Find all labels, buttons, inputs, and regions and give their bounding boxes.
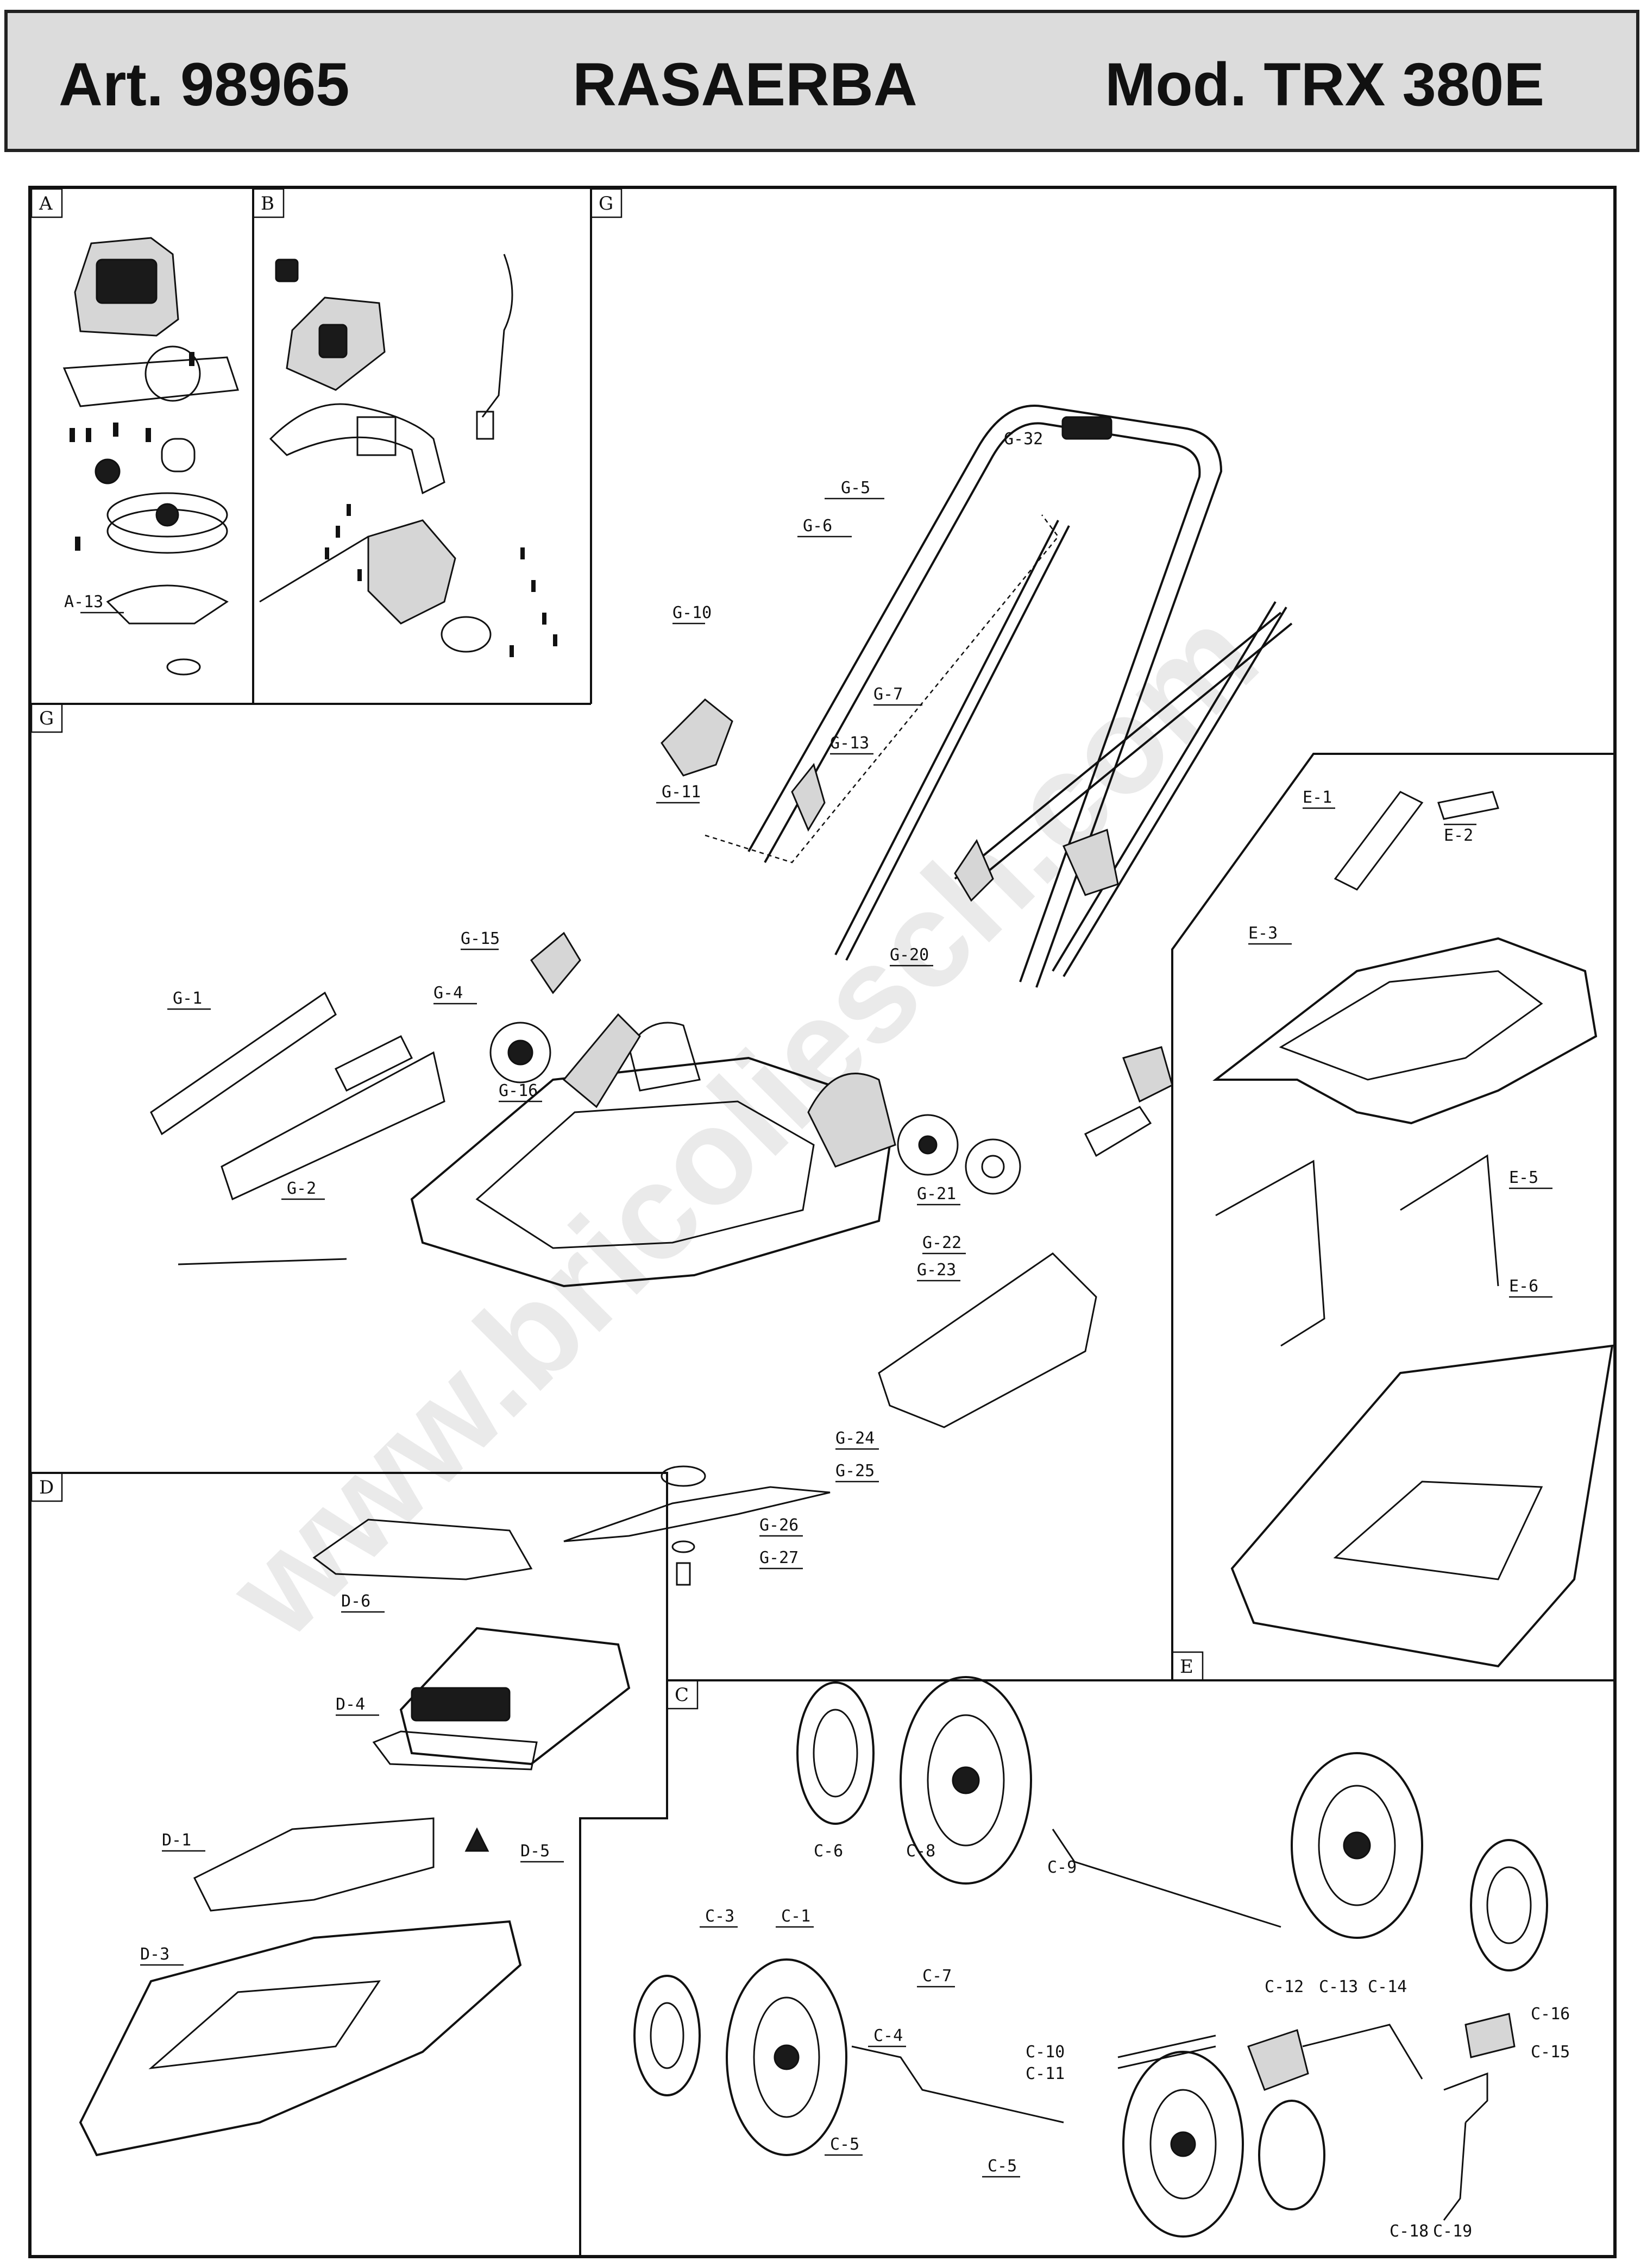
label-c10: C-10 — [1026, 2043, 1065, 2062]
section-a-tag: A — [39, 193, 53, 215]
section-e-tag: E — [1180, 1656, 1193, 1678]
label-c7: C-7 — [922, 1967, 952, 1986]
section-g-deck-drawing: G-15 G-16 G-4 G-1 G-2 G-20 G-21 G-22 G-2… — [150, 929, 1152, 1586]
label-a13: A-13 — [64, 593, 103, 612]
label-g11: G-11 — [662, 783, 701, 802]
label-e5: E-5 — [1509, 1168, 1538, 1187]
label-g1: G-1 — [173, 989, 202, 1008]
label-g25: G-25 — [835, 1461, 875, 1480]
label-g5: G-5 — [841, 478, 870, 497]
label-e1: E-1 — [1303, 788, 1332, 807]
section-d-tag: D — [39, 1477, 54, 1498]
label-g26: G-26 — [759, 1516, 799, 1535]
section-g-top-tag: G — [599, 193, 613, 215]
label-c14: C-14 — [1368, 1977, 1407, 1996]
label-g16: G-16 — [499, 1081, 538, 1100]
exploded-parts-diagram: www.bricoliesch.com A B G G E D C — [28, 186, 1617, 2258]
label-d6: D-6 — [341, 1592, 370, 1611]
section-b-switch-drawing — [259, 254, 557, 657]
label-g32: G-32 — [1004, 430, 1043, 449]
label-e2: E-2 — [1444, 826, 1473, 845]
section-g-handle-drawing: G-5 G-6 G-32 G-10 G-11 G-7 G-13 — [656, 405, 1293, 1103]
label-c12: C-12 — [1265, 1977, 1304, 1996]
label-c5-left: C-5 — [830, 2135, 859, 2154]
label-c4: C-4 — [873, 2026, 903, 2045]
label-c3: C-3 — [705, 1907, 734, 1926]
label-g13: G-13 — [830, 734, 869, 753]
section-c-tag: C — [675, 1684, 689, 1706]
label-c19: C-19 — [1433, 2222, 1472, 2241]
label-c16: C-16 — [1531, 2005, 1570, 2024]
label-e3: E-3 — [1248, 924, 1278, 943]
label-g7: G-7 — [873, 685, 903, 704]
label-c18: C-18 — [1390, 2222, 1429, 2241]
label-c8: C-8 — [906, 1842, 935, 1861]
section-tags: A B G G E D C — [32, 189, 1204, 1710]
label-g20: G-20 — [890, 946, 929, 965]
label-d4: D-4 — [336, 1695, 365, 1714]
label-c1: C-1 — [781, 1907, 810, 1926]
diagram-canvas: www.bricoliesch.com A B G G E D C — [32, 189, 1613, 2255]
label-g24: G-24 — [835, 1429, 875, 1448]
label-g6: G-6 — [803, 516, 832, 536]
product-name: RASAERBA — [573, 51, 917, 118]
label-g22: G-22 — [922, 1233, 961, 1252]
label-c13: C-13 — [1319, 1977, 1358, 1996]
label-e6: E-6 — [1509, 1277, 1538, 1296]
label-g23: G-23 — [917, 1261, 956, 1280]
label-d1: D-1 — [162, 1831, 191, 1850]
label-g27: G-27 — [759, 1548, 799, 1567]
label-d5: D-5 — [520, 1842, 550, 1861]
label-g10: G-10 — [672, 603, 712, 622]
section-a-motor-drawing: A-13 — [62, 237, 240, 676]
label-c9: C-9 — [1047, 1858, 1077, 1877]
label-d3: D-3 — [140, 1945, 169, 1964]
section-d-casing-drawing: D-6 D-4 D-1 D-5 D-3 — [79, 1519, 631, 2157]
label-g4: G-4 — [433, 984, 463, 1003]
label-c6: C-6 — [814, 1842, 843, 1861]
model-number: Mod. TRX 380E — [1105, 51, 1545, 118]
section-g-tag: G — [39, 708, 54, 729]
section-e-grass-box-drawing: E-1 E-2 E-3 E-5 E-6 — [1212, 788, 1613, 1668]
label-g21: G-21 — [917, 1185, 956, 1204]
label-c5-right: C-5 — [988, 2157, 1017, 2176]
section-c-wheels-drawing: C-6 C-8 C-9 C-3 C-1 C-7 C-4 C-10 C-11 C-… — [633, 1676, 1570, 2241]
section-b-tag: B — [261, 193, 274, 215]
label-c11: C-11 — [1026, 2064, 1065, 2083]
article-number: Art. 98965 — [59, 51, 350, 118]
section-frames — [32, 189, 1613, 2255]
label-c15: C-15 — [1531, 2043, 1570, 2062]
title-bar: Art. 98965 RASAERBA Mod. TRX 380E — [4, 10, 1639, 152]
label-g2: G-2 — [287, 1179, 316, 1198]
label-g15: G-15 — [461, 929, 500, 948]
